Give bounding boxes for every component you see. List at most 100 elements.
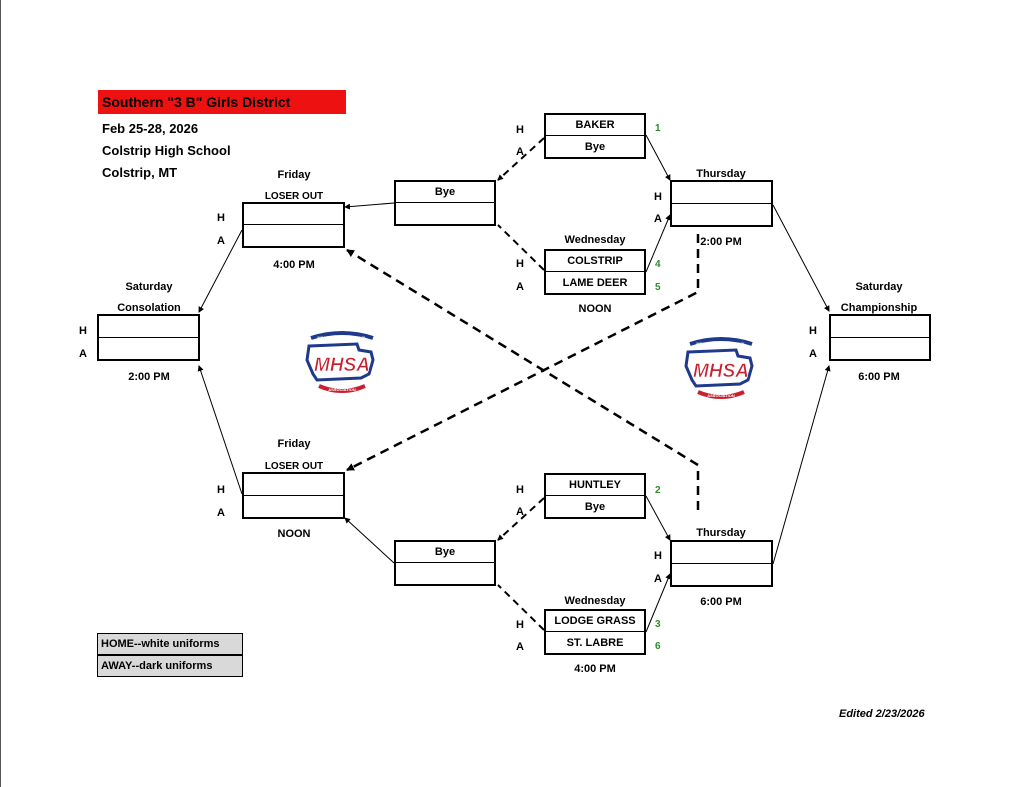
away-label: A bbox=[217, 235, 225, 247]
team-slot: Bye bbox=[584, 140, 606, 153]
dash-bye-top bbox=[497, 137, 545, 181]
team-slot bbox=[831, 316, 929, 338]
event-city: Colstrip, MT bbox=[102, 165, 178, 180]
seed-number: 3 bbox=[655, 619, 661, 630]
logo-text: MHSA bbox=[314, 355, 370, 376]
dash-bye-bottom bbox=[497, 497, 545, 541]
team-slot bbox=[396, 563, 494, 584]
line-wed2-to-thursday bbox=[645, 573, 671, 633]
game-day: Thursday bbox=[696, 527, 746, 539]
game-championship bbox=[829, 314, 931, 361]
logo-bottom-text: ASSOCIATION bbox=[707, 393, 735, 398]
logo-top-text: MONTANA HIGH SCHOOL bbox=[317, 335, 367, 340]
home-label: H bbox=[79, 325, 87, 337]
game-time: NOON bbox=[277, 528, 311, 540]
team-slot bbox=[244, 204, 343, 225]
edited-date: Edited 2/23/2026 bbox=[839, 708, 925, 720]
game-colstrip-lamedeer: COLSTRIP LAME DEER bbox=[544, 249, 646, 295]
game-friday-top bbox=[242, 202, 345, 248]
away-label: A bbox=[516, 281, 524, 293]
game-time: 6:00 PM bbox=[858, 371, 900, 383]
line-bye2-to-friday bbox=[344, 517, 395, 564]
away-label: A bbox=[516, 641, 524, 653]
game-day: Saturday bbox=[125, 281, 173, 293]
team-slot bbox=[672, 542, 771, 564]
seed-number: 1 bbox=[655, 123, 661, 134]
legend-home: HOME--white uniforms bbox=[97, 633, 243, 655]
team-slot: HUNTLEY bbox=[546, 475, 644, 496]
home-label: H bbox=[217, 212, 225, 224]
game-baker-bye: BAKER Bye bbox=[544, 113, 646, 159]
game-day: Friday bbox=[277, 438, 311, 450]
away-label: A bbox=[79, 348, 87, 360]
away-label: A bbox=[654, 213, 662, 225]
line-huntley-to-thursday bbox=[645, 495, 671, 541]
game-day: Thursday bbox=[696, 168, 746, 180]
page-title: Southern "3 B" Girls District bbox=[98, 90, 346, 114]
seed-number: 5 bbox=[655, 282, 661, 293]
team-slot bbox=[831, 338, 929, 360]
away-label: A bbox=[654, 573, 662, 585]
line-friday2-to-consolation bbox=[197, 365, 243, 495]
line-friday-to-consolation bbox=[198, 229, 243, 313]
game-thursday-bottom bbox=[670, 540, 773, 587]
game-subtitle: LOSER OUT bbox=[264, 461, 324, 472]
team-slot: COLSTRIP bbox=[546, 251, 644, 272]
line-bye-to-friday bbox=[344, 202, 395, 210]
home-label: H bbox=[217, 484, 225, 496]
game-subtitle: LOSER OUT bbox=[264, 191, 324, 202]
home-label: H bbox=[809, 325, 817, 337]
away-label: A bbox=[809, 348, 817, 360]
game-subtitle: Championship bbox=[840, 302, 918, 314]
team-slot bbox=[672, 204, 771, 226]
mhsa-logo-left: MONTANA HIGH SCHOOL MHSA ASSOCIATION bbox=[305, 331, 375, 393]
home-label: H bbox=[654, 550, 662, 562]
team-slot bbox=[244, 474, 343, 496]
team-slot bbox=[244, 496, 343, 518]
game-lodgegrass-stlabre: LODGE GRASS ST. LABRE bbox=[544, 609, 646, 655]
team-slot: Bye bbox=[396, 182, 494, 203]
dash-wed-top bbox=[497, 224, 545, 271]
seed-number: 2 bbox=[655, 485, 661, 496]
game-consolation bbox=[97, 314, 200, 361]
team-slot: Bye bbox=[584, 500, 606, 513]
game-time: 2:00 PM bbox=[128, 371, 170, 383]
team-slot: BAKER bbox=[546, 115, 644, 136]
dash-loser-thursday-top bbox=[346, 234, 700, 472]
home-label: H bbox=[516, 619, 524, 631]
game-thursday-top bbox=[670, 180, 773, 227]
game-day: Wednesday bbox=[564, 595, 626, 607]
game-time: 6:00 PM bbox=[700, 596, 742, 608]
game-bottom-bye: Bye bbox=[394, 540, 496, 586]
away-label: A bbox=[516, 146, 524, 158]
event-venue: Colstrip High School bbox=[102, 143, 231, 158]
logo-top-text: MONTANA HIGH SCHOOL bbox=[696, 341, 746, 346]
logo-bottom-text: ASSOCIATION bbox=[328, 387, 356, 392]
home-label: H bbox=[654, 191, 662, 203]
event-dates: Feb 25-28, 2026 bbox=[102, 121, 199, 136]
team-slot: ST. LABRE bbox=[566, 636, 624, 649]
team-slot bbox=[396, 203, 494, 224]
game-day: Saturday bbox=[855, 281, 903, 293]
line-thursday2-to-championship bbox=[772, 365, 831, 565]
dash-wed-bottom bbox=[497, 584, 545, 631]
game-time: NOON bbox=[578, 303, 612, 315]
game-day: Friday bbox=[277, 169, 311, 181]
team-slot bbox=[99, 338, 198, 360]
team-slot: LAME DEER bbox=[562, 276, 628, 289]
logo-text: MHSA bbox=[693, 361, 749, 382]
seed-number: 4 bbox=[655, 259, 661, 270]
away-label: A bbox=[217, 507, 225, 519]
game-day: Wednesday bbox=[564, 234, 626, 246]
game-huntley-bye: HUNTLEY Bye bbox=[544, 473, 646, 519]
team-slot bbox=[99, 316, 198, 338]
legend-away: AWAY--dark uniforms bbox=[97, 655, 243, 677]
game-time: 4:00 PM bbox=[273, 259, 315, 271]
home-label: H bbox=[516, 124, 524, 136]
mhsa-logo-right: MONTANA HIGH SCHOOL MHSA ASSOCIATION bbox=[684, 337, 754, 399]
game-time: 4:00 PM bbox=[574, 663, 616, 675]
team-slot: Bye bbox=[396, 542, 494, 563]
home-label: H bbox=[516, 484, 524, 496]
home-label: H bbox=[516, 258, 524, 270]
